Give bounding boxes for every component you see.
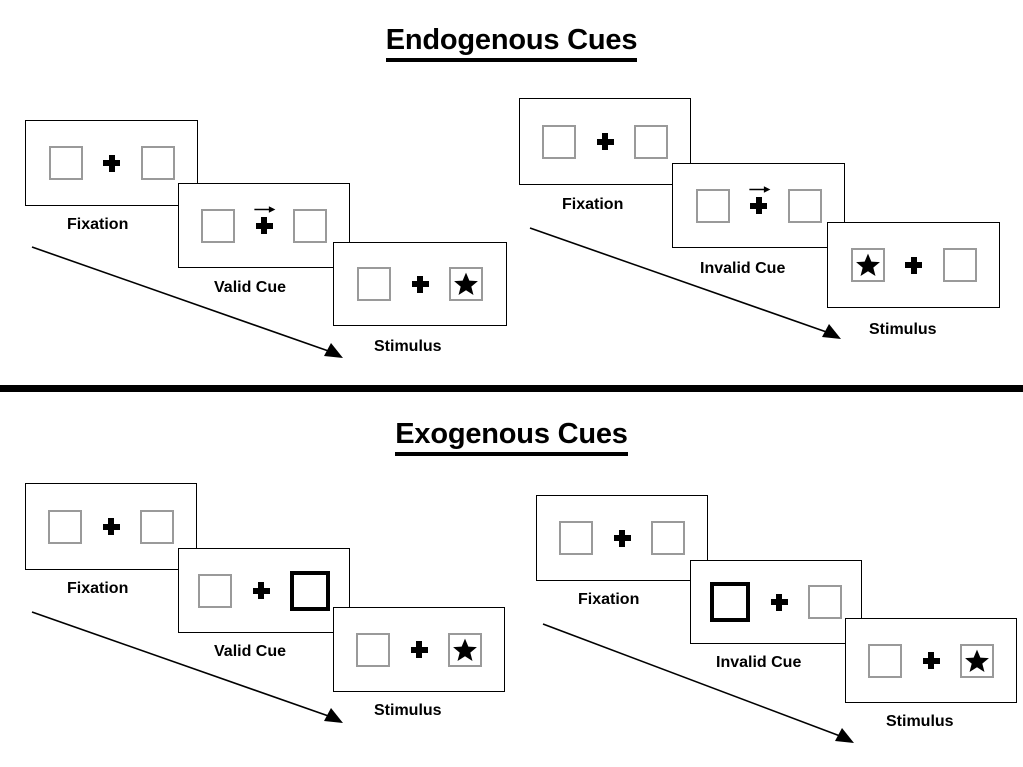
placeholder-box-right bbox=[942, 248, 977, 282]
cued-box-left bbox=[710, 582, 750, 622]
section-title-endogenous: Endogenous Cues bbox=[0, 24, 1023, 62]
panel-content bbox=[691, 561, 861, 643]
placeholder-box-left bbox=[695, 188, 730, 223]
fixation-plus-icon bbox=[411, 275, 429, 293]
panel-content bbox=[828, 223, 999, 307]
placeholder-box-right bbox=[808, 585, 842, 619]
placeholder-box-right bbox=[449, 267, 483, 301]
panel-caption-exogenous-invalid-stimulus: Stimulus bbox=[886, 713, 954, 730]
sequence-arrow-endogenous-valid bbox=[31, 246, 343, 358]
fixation-cue-area bbox=[592, 122, 618, 162]
fixation-plus-icon bbox=[102, 518, 120, 535]
star-stimulus-icon bbox=[855, 253, 880, 277]
star-stimulus-icon bbox=[965, 649, 989, 672]
trial-panel-exogenous-invalid-cue[interactable] bbox=[690, 560, 862, 644]
section-divider bbox=[0, 385, 1023, 392]
trial-panel-endogenous-invalid-stimulus[interactable] bbox=[827, 222, 1000, 308]
star-stimulus-icon bbox=[453, 638, 477, 661]
placeholder-box-left bbox=[48, 146, 83, 180]
section-title-exogenous-text: Exogenous Cues bbox=[395, 418, 628, 456]
fixation-plus-icon bbox=[770, 593, 788, 611]
fixation-plus-icon bbox=[905, 256, 922, 274]
panel-caption-exogenous-invalid-cue: Invalid Cue bbox=[716, 654, 802, 671]
fixation-cue-area bbox=[406, 630, 432, 670]
arrow-right-cue-icon bbox=[748, 185, 770, 193]
fixation-cue-area bbox=[248, 571, 274, 611]
trial-panel-exogenous-valid-cue[interactable] bbox=[178, 548, 350, 633]
cued-box-right bbox=[290, 570, 330, 611]
section-title-endogenous-text: Endogenous Cues bbox=[385, 24, 637, 62]
fixation-plus-icon bbox=[103, 154, 120, 172]
fixation-plus-icon bbox=[922, 652, 940, 669]
panel-content bbox=[537, 496, 707, 580]
placeholder-box-right bbox=[651, 521, 685, 555]
fixation-cue-area bbox=[407, 264, 433, 304]
panel-caption-endogenous-valid-stimulus: Stimulus bbox=[374, 338, 442, 355]
sequence-arrow-endogenous-invalid bbox=[529, 227, 841, 339]
panel-caption-exogenous-invalid-fixation: Fixation bbox=[578, 591, 640, 608]
panel-caption-exogenous-valid-stimulus: Stimulus bbox=[374, 702, 442, 719]
trial-panel-exogenous-valid-fixation[interactable] bbox=[25, 483, 197, 570]
fixation-cue-area bbox=[918, 641, 944, 681]
fixation-cue-area bbox=[99, 143, 125, 183]
sequence-arrow-exogenous-valid bbox=[31, 611, 343, 723]
placeholder-box-left bbox=[559, 521, 593, 555]
trial-panel-endogenous-valid-stimulus[interactable] bbox=[333, 242, 507, 326]
fixation-cue-area bbox=[901, 245, 927, 285]
fixation-cue-area bbox=[746, 185, 772, 226]
star-stimulus-icon bbox=[454, 272, 478, 296]
panel-content bbox=[179, 549, 349, 632]
trial-panel-endogenous-invalid-fixation[interactable] bbox=[519, 98, 691, 185]
fixation-plus-icon bbox=[596, 133, 614, 150]
trial-panel-exogenous-invalid-fixation[interactable] bbox=[536, 495, 708, 581]
fixation-plus-icon bbox=[750, 197, 767, 214]
panel-caption-exogenous-valid-cue: Valid Cue bbox=[214, 643, 287, 660]
panel-content bbox=[26, 121, 197, 205]
panel-content bbox=[26, 484, 196, 569]
panel-caption-endogenous-invalid-fixation: Fixation bbox=[562, 196, 624, 213]
placeholder-box-left bbox=[198, 573, 232, 608]
placeholder-box-right bbox=[448, 632, 482, 667]
fixation-plus-icon bbox=[252, 582, 270, 599]
panel-caption-endogenous-valid-fixation: Fixation bbox=[67, 216, 129, 233]
placeholder-box-left bbox=[357, 267, 391, 301]
placeholder-box-left bbox=[850, 248, 885, 282]
panel-content bbox=[334, 608, 504, 691]
fixation-cue-area bbox=[609, 518, 635, 558]
fixation-plus-icon bbox=[613, 529, 631, 547]
fixation-plus-icon bbox=[255, 217, 273, 234]
panel-content bbox=[520, 99, 690, 184]
panel-caption-exogenous-valid-fixation: Fixation bbox=[67, 580, 129, 597]
trial-panel-endogenous-valid-fixation[interactable] bbox=[25, 120, 198, 206]
fixation-plus-icon bbox=[410, 641, 428, 658]
placeholder-box-right bbox=[140, 146, 175, 180]
panel-caption-endogenous-invalid-stimulus: Stimulus bbox=[869, 321, 937, 338]
placeholder-box-right bbox=[960, 643, 994, 678]
panel-content bbox=[846, 619, 1016, 702]
placeholder-box-left bbox=[542, 124, 576, 159]
fixation-cue-area bbox=[766, 582, 792, 622]
fixation-cue-area bbox=[251, 205, 277, 246]
panel-content bbox=[179, 184, 349, 267]
placeholder-box-left bbox=[201, 208, 235, 243]
panel-content bbox=[673, 164, 844, 247]
placeholder-box-left bbox=[356, 632, 390, 667]
trial-panel-endogenous-valid-cue[interactable] bbox=[178, 183, 350, 268]
placeholder-box-right bbox=[293, 208, 327, 243]
placeholder-box-left bbox=[48, 509, 82, 544]
placeholder-box-right bbox=[787, 188, 822, 223]
panel-caption-endogenous-invalid-cue: Invalid Cue bbox=[700, 260, 786, 277]
arrow-right-cue-icon bbox=[254, 205, 276, 213]
trial-panel-endogenous-invalid-cue[interactable] bbox=[672, 163, 845, 248]
trial-panel-exogenous-valid-stimulus[interactable] bbox=[333, 607, 505, 692]
placeholder-box-left bbox=[868, 643, 902, 678]
fixation-cue-area bbox=[98, 507, 124, 547]
panel-caption-endogenous-valid-cue: Valid Cue bbox=[214, 279, 287, 296]
section-title-exogenous: Exogenous Cues bbox=[0, 418, 1023, 456]
placeholder-box-right bbox=[140, 509, 174, 544]
sequence-arrow-exogenous-invalid bbox=[542, 623, 854, 743]
panel-content bbox=[334, 243, 506, 325]
placeholder-box-right bbox=[634, 124, 668, 159]
trial-panel-exogenous-invalid-stimulus[interactable] bbox=[845, 618, 1017, 703]
